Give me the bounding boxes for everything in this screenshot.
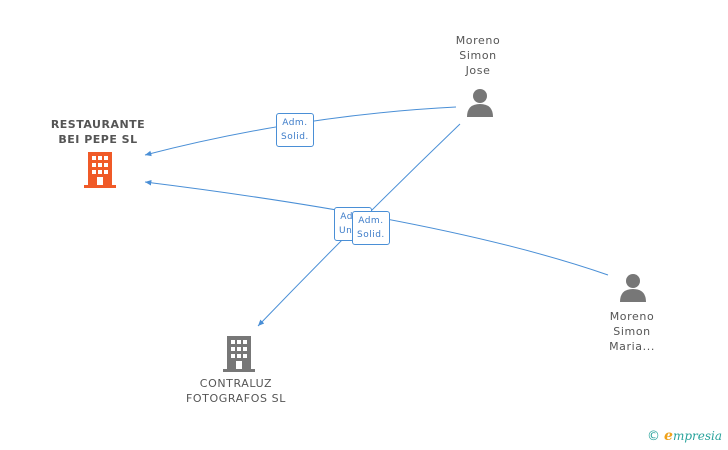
person-icon[interactable]	[618, 273, 648, 303]
edge-label-jose-restaurante[interactable]: Adm. Solid.	[276, 113, 314, 147]
node-label-line: BEI PEPE SL	[58, 133, 138, 146]
node-label-line: Simon	[613, 325, 651, 338]
node-label-restaurante[interactable]: RESTAURANTE BEI PEPE SL	[48, 117, 148, 147]
brand-initial: e	[664, 428, 673, 444]
node-label-line: Jose	[465, 64, 491, 77]
person-icon[interactable]	[465, 88, 495, 118]
building-icon[interactable]	[84, 152, 116, 188]
copyright-brand: ©empresia	[647, 428, 722, 444]
building-icon[interactable]	[223, 336, 255, 372]
node-label-line: FOTOGRAFOS SL	[186, 392, 286, 405]
edge-label-line: Solid.	[357, 230, 385, 240]
node-label-moreno-jose[interactable]: Moreno Simon Jose	[438, 33, 518, 78]
node-label-moreno-maria[interactable]: Moreno Simon Maria...	[592, 309, 672, 354]
node-label-contraluz[interactable]: CONTRALUZ FOTOGRAFOS SL	[176, 376, 296, 406]
node-label-line: Moreno	[455, 34, 501, 47]
edge-label-line: Solid.	[281, 132, 309, 142]
edge-maria-restaurante	[144, 180, 609, 276]
edge-label-line: Adm.	[282, 118, 308, 128]
node-label-line: Moreno	[609, 310, 655, 323]
copyright-symbol: ©	[647, 429, 661, 444]
edge-label-maria-restaurante[interactable]: Adm. Solid.	[352, 211, 390, 245]
node-label-line: RESTAURANTE	[50, 118, 146, 131]
edge-label-line: Adm.	[358, 216, 384, 226]
node-label-line: Simon	[459, 49, 497, 62]
node-label-line: CONTRALUZ	[199, 377, 273, 390]
brand-name: mpresia	[672, 429, 722, 443]
node-label-line: Maria...	[609, 340, 655, 353]
